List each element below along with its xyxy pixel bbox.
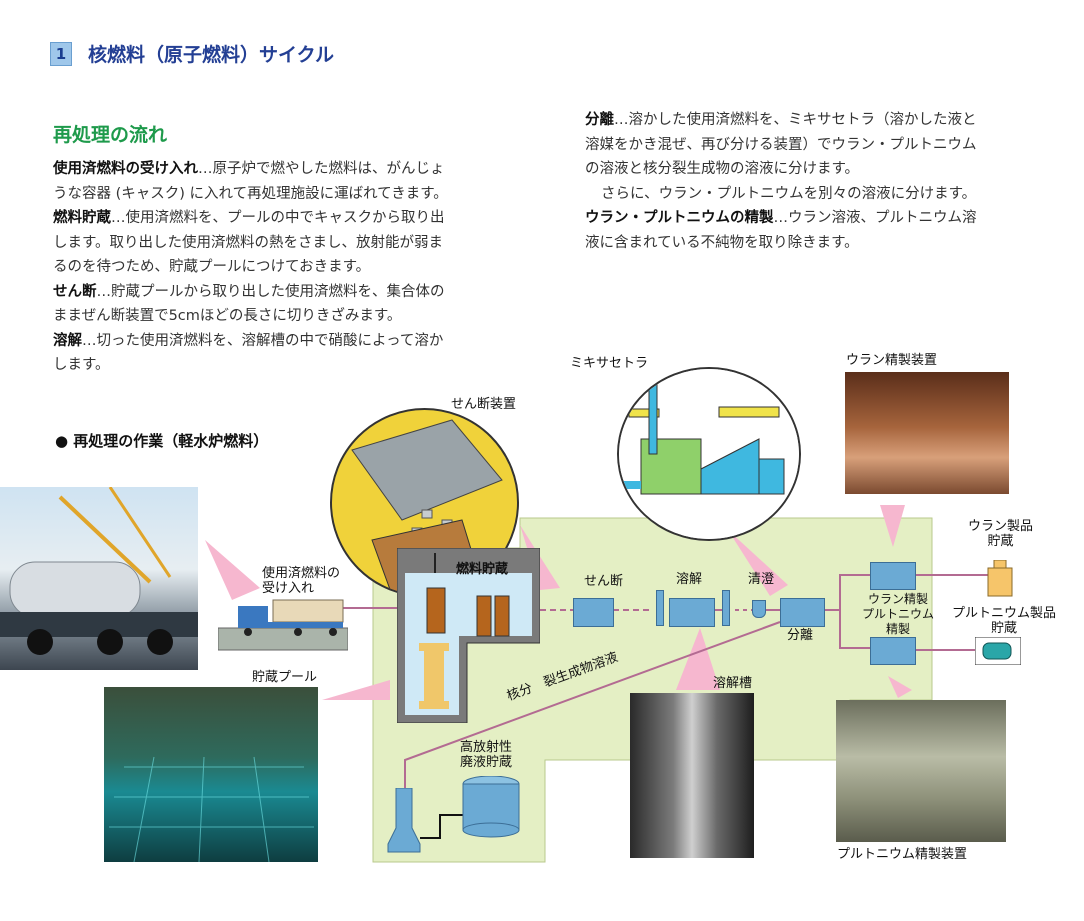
text-dissolve: …切った使用済燃料を、溶解槽の中で硝酸によって溶か [82,332,444,349]
text-storage-cont2: るのを待つため、貯蔵プールにつけておきます。 [53,259,371,275]
text-refine-2: 液に含まれている不純物を取り除きます。 [585,234,859,251]
paragraph-dissolve: 溶解…切った使用済燃料を、溶解槽の中で硝酸によって溶かします。 [53,329,513,378]
dissolver-photo [630,693,754,858]
paragraph-further-separate: さらに、ウラン・プルトニウムを別々の溶液に分けます。 [601,185,977,202]
mixer-settler-illustration [619,369,799,539]
section-number-badge: 1 [50,42,72,66]
term-separate: 分離 [585,112,614,128]
shear-box [573,598,614,627]
plutonium-refining-photo [836,700,1006,842]
label-u-pu-refine-2: プルトニウム [862,607,935,621]
label-receiving: 使用済燃料の 受け入れ [262,566,340,596]
label-shear-device: せん断装置 [451,397,517,412]
uranium-product-icon [987,560,1013,597]
label-receiving-line2: 受け入れ [262,581,315,596]
text-storage-cont1: します。取り出した使用済燃料の熱をさまし、放射能が弱ま [53,234,444,251]
label-uranium-refining-device: ウラン精製装置 [846,353,938,368]
label-plutonium-product: プルトニウム製品 貯蔵 [952,606,1056,636]
diagram-title: ● 再処理の作業（軽水炉燃料） [55,432,269,450]
term-shear: せん断 [53,283,97,300]
label-shear: せん断 [584,574,624,589]
left-text-column: 使用済燃料の受け入れ…原子炉で燃やした燃料は、がんじょうな容器 (キャスク) に… [53,157,513,378]
paragraph-shear: せん断…貯蔵プールから取り出した使用済燃料を、集合体のままぜん断装置で5cmほど… [53,280,513,329]
paragraph-storage: 燃料貯蔵…使用済燃料を、プールの中でキャスクから取り出します。取り出した使用済燃… [53,206,513,280]
paragraph-separate: 分離…溶かした使用済燃料を、ミキサセトラ（溶かした液と溶媒をかき混ぜ、再び分ける… [585,108,1045,182]
label-receiving-line1: 使用済燃料の [262,566,341,581]
label-uranium-product-1: ウラン製品 [968,519,1034,534]
label-dissolver: 溶解槽 [713,676,753,691]
term-dissolve: 溶解 [53,332,82,349]
label-plutonium-refining-device: プルトニウム精製装置 [837,847,968,862]
text-storage: …使用済燃料を、プールの中でキャスクから取り出 [111,210,445,226]
waste-hopper-icon [387,788,421,853]
term-refine: ウラン・プルトニウムの精製 [585,210,774,226]
term-storage: 燃料貯蔵 [53,210,111,226]
mixer-settler-circle [617,367,801,541]
uranium-refine-box [870,562,916,590]
label-clarify: 清澄 [748,572,775,587]
separate-box [780,598,825,627]
text-receiving: …原子炉で燃やした燃料は、がんじょ [198,161,445,177]
clarify-funnel [752,600,766,618]
text-receiving-cont: うな容器 (キャスク) に入れて再処理施設に運ばれてきます。 [53,185,448,202]
page-title: 核燃料（原子燃料）サイクル [88,44,335,66]
right-text-column: 分離…溶かした使用済燃料を、ミキサセトラ（溶かした液と溶媒をかき混ぜ、再び分ける… [585,108,1045,255]
text-separate-1: …溶かした使用済燃料を、ミキサセトラ（溶かした液と [614,112,977,128]
text-shear: …貯蔵プールから取り出した使用済燃料を、集合体の [96,283,445,300]
fuel-storage-building [397,548,540,723]
term-receiving: 使用済燃料の受け入れ [53,161,198,177]
label-separate: 分離 [787,628,814,643]
dissolve-outlet-column [722,590,730,626]
section-title: 再処理の流れ [53,124,168,146]
label-u-pu-refine-1: ウラン精製 [868,592,929,606]
label-u-pu-refine-3: 精製 [886,622,911,636]
text-refine-1: …ウラン溶液、プルトニウム溶 [773,210,977,226]
paragraph-receiving: 使用済燃料の受け入れ…原子炉で燃やした燃料は、がんじょうな容器 (キャスク) に… [53,157,513,206]
label-uranium-product-2: 貯蔵 [987,534,1014,549]
label-plutonium-product-2: 貯蔵 [991,621,1018,636]
cask-transport-photo [0,487,198,670]
label-mixer-settler: ミキサセトラ [570,356,649,371]
text-separate-2: 溶媒をかき混ぜ、再び分ける装置）でウラン・プルトニウム [585,136,977,153]
pool-grid-illustration [109,756,314,862]
dissolve-box [669,598,715,627]
plutonium-product-icon [975,637,1021,665]
storage-pool-photo [104,687,318,862]
dissolve-feed-column [656,590,664,626]
hlw-tank-icon [462,776,520,838]
truck-icon [218,599,348,651]
label-plutonium-product-1: プルトニウム製品 [952,606,1057,621]
label-hlw: 高放射性 廃液貯蔵 [460,740,512,770]
plutonium-refine-box [870,637,916,665]
paragraph-refine: ウラン・プルトニウムの精製…ウラン溶液、プルトニウム溶液に含まれている不純物を取… [585,206,1045,255]
label-hlw-1: 高放射性 [460,740,513,755]
cask-truck-illustration [0,487,198,655]
label-fuel-storage: 燃料貯蔵 [456,562,509,577]
text-shear-cont: ままぜん断装置で5cmほどの長さに切りきざみます。 [53,308,402,324]
label-storage-pool: 貯蔵プール [252,670,318,685]
uranium-refining-photo [845,372,1009,494]
text-dissolve-cont: します。 [53,357,110,373]
label-uranium-product: ウラン製品 貯蔵 [968,519,1033,549]
text-separate-3: の溶液と核分裂生成物の溶液に分けます。 [585,161,860,177]
label-u-pu-refine: ウラン精製 プルトニウム 精製 [862,592,934,637]
label-hlw-2: 廃液貯蔵 [460,755,513,770]
label-dissolve: 溶解 [676,572,703,587]
